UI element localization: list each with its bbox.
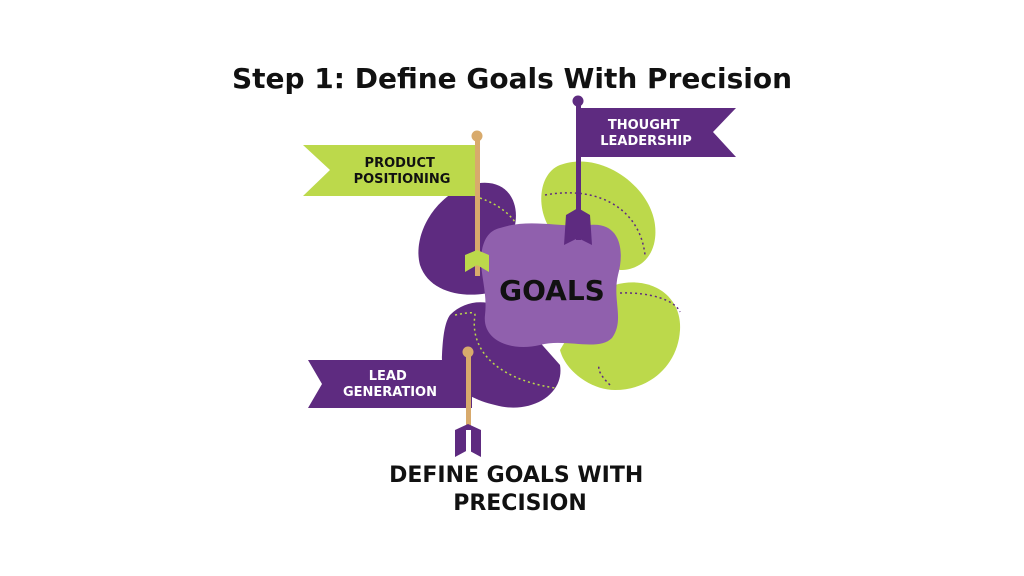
page-title: Step 1: Define Goals With Precision	[232, 62, 792, 95]
pole-pin-icon	[471, 130, 483, 142]
goals-label: GOALS	[499, 274, 605, 307]
product-positioning-flag	[303, 145, 478, 196]
thought-leadership-flag	[576, 108, 736, 157]
svg-text:PRODUCT POSITIONING: PRODUCT POSITIONING	[354, 156, 451, 187]
caption-line1: DEFINE GOALS WITH	[389, 463, 643, 488]
dotted-cycle-paths	[454, 192, 681, 389]
caption: DEFINE GOALS WITH PRECISION	[389, 463, 651, 516]
goals-center-blob	[481, 223, 621, 347]
lead-generation-pole	[466, 352, 471, 447]
product-positioning-label-line2: POSITIONING	[354, 172, 451, 187]
pole-pin-icon	[572, 95, 584, 107]
thought-leadership-label-line2: LEADERSHIP	[600, 134, 692, 149]
arrow-fletching-icon	[465, 250, 489, 272]
product-positioning-label-line1: PRODUCT	[365, 156, 435, 171]
svg-text:THOUGHT LEADERSHIP: THOUGHT LEADERSHIP	[600, 118, 692, 149]
lead-generation-label-line1: LEAD	[369, 369, 407, 384]
caption-line2: PRECISION	[453, 491, 587, 516]
arrow-shaft	[466, 430, 471, 452]
svg-text:LEAD GENERATION: LEAD GENERATION	[343, 369, 437, 400]
lead-generation-flag	[308, 360, 472, 408]
thought-leadership-pole	[576, 100, 581, 240]
product-positioning-pole	[475, 136, 480, 276]
lead-generation-label-line2: GENERATION	[343, 385, 437, 400]
pole-pin-icon	[462, 346, 474, 358]
thought-leadership-label-line1: THOUGHT	[608, 118, 680, 133]
arrow-fletching-icon	[564, 208, 592, 245]
